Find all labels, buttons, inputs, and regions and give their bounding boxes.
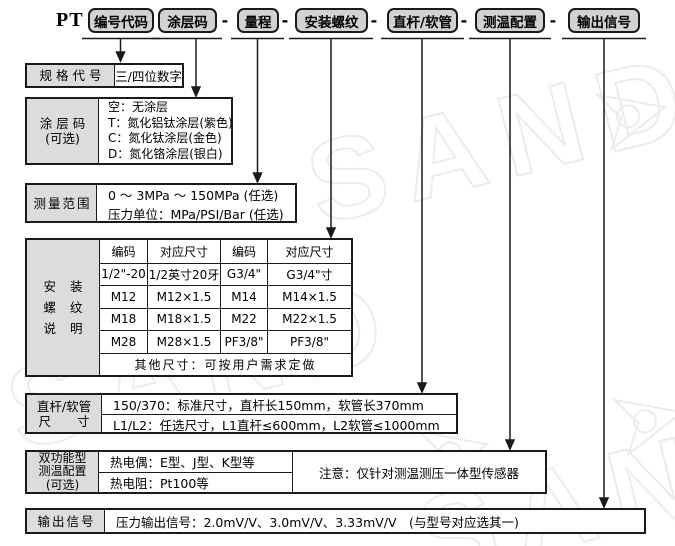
coating-option: D：氮化铬涂层(银白) bbox=[108, 146, 223, 161]
rod-line: L1/L2：任选尺寸，L1直杆≤600mm，L2软管≤1000mm bbox=[102, 414, 456, 434]
watermark-logo-icon bbox=[595, 93, 668, 153]
table-cell: M12×1.5 bbox=[147, 285, 220, 308]
temp-options: 热电偶：E型、J型、K型等 热电阻：Pt100等 bbox=[99, 452, 292, 492]
segment-separator: - bbox=[549, 11, 557, 30]
temp-label-line: 测温配置 bbox=[38, 464, 87, 479]
coating-label-line2: (可选) bbox=[45, 131, 80, 146]
table-cell: PF3/8" bbox=[267, 330, 351, 353]
table-cell: G3/4" bbox=[220, 262, 267, 285]
coating-option: 空：无涂层 bbox=[108, 100, 169, 114]
table-cell: M12 bbox=[100, 285, 147, 308]
thread-label-line: 安装 bbox=[43, 279, 97, 294]
thread-label-line: 螺纹 bbox=[43, 300, 97, 315]
spec-label-text: 规格代号 bbox=[39, 68, 106, 83]
range-line: 压力单位：MPa/PSI/Bar (任选) bbox=[108, 207, 284, 222]
spec-value-cell: 三/四位数字 bbox=[115, 65, 182, 86]
table-cell: M18 bbox=[100, 307, 147, 331]
temp-option: 热电阻：Pt100等 bbox=[99, 471, 292, 493]
thread-header: 对应尺寸 bbox=[147, 240, 220, 263]
spec-value: 三/四位数字 bbox=[115, 69, 182, 84]
range-label-text: 测量范围 bbox=[33, 195, 92, 211]
thread-header: 对应尺寸 bbox=[267, 240, 351, 263]
code-segment-thread: 安装螺纹 bbox=[295, 8, 368, 33]
range-row: 测量范围 0 ～ 3MPa ～ 150MPa (任选) 压力单位：MPa/PSI… bbox=[25, 183, 297, 223]
temp-label-line: (可选) bbox=[45, 477, 80, 492]
rod-lines: 150/370：标准尺寸，直杆长150mm，软管长370mm L1/L2：任选尺… bbox=[102, 395, 456, 434]
thread-table: 编码 对应尺寸 编码 对应尺寸 1/2"-20 1/2英寸20牙 G3/4" G… bbox=[100, 240, 351, 375]
rod-label-line1: 直杆/软管 bbox=[36, 398, 92, 414]
thread-row: 安装 螺纹 说明 编码 对应尺寸 编码 对应尺寸 1/2"-20 1/2英寸20… bbox=[25, 238, 353, 377]
temp-label-line: 双功能型 bbox=[38, 450, 87, 465]
code-segment-range: 量程 bbox=[237, 8, 279, 33]
table-cell: M22 bbox=[220, 307, 267, 330]
coating-row: 涂 层 码 (可选) 空：无涂层 T：氮化铝钛涂层(紫色) C：氮化钛涂层(金色… bbox=[25, 97, 233, 165]
rod-line: 150/370：标准尺寸，直杆长150mm，软管长370mm bbox=[113, 398, 424, 413]
segment-separator: - bbox=[370, 11, 378, 30]
rod-label: 直杆/软管 尺寸 bbox=[27, 395, 102, 432]
coating-options: 空：无涂层 T：氮化铝钛涂层(紫色) C：氮化钛涂层(金色) D：氮化铬涂层(银… bbox=[99, 99, 233, 163]
table-cell: G3/4"寸 bbox=[267, 262, 351, 285]
range-label: 测量范围 bbox=[27, 185, 97, 221]
thread-header: 编码 bbox=[220, 240, 267, 263]
rod-label-line2: 尺寸 bbox=[38, 413, 116, 429]
table-cell: M18×1.5 bbox=[147, 307, 220, 330]
watermark-logo-icon bbox=[612, 398, 675, 458]
table-cell: M14×1.5 bbox=[267, 285, 351, 308]
code-segment-coating: 涂层码 bbox=[158, 8, 217, 33]
rod-row: 直杆/软管 尺寸 150/370：标准尺寸，直杆长150mm，软管长370mm … bbox=[25, 393, 458, 434]
spec-label: 规格代号 bbox=[27, 65, 115, 86]
segment-separator: - bbox=[221, 11, 229, 30]
segment-separator: - bbox=[281, 11, 289, 30]
temp-option: 热电偶：E型、J型、K型等 bbox=[110, 455, 255, 471]
output-label-text: 输出信号 bbox=[37, 513, 96, 529]
output-value-cell: 压力输出信号：2.0mV/V、3.0mV/V、3.33mV/V (与型号对应选其… bbox=[105, 510, 644, 532]
table-cell: 1/2"-20 bbox=[100, 262, 147, 286]
output-label: 输出信号 bbox=[27, 510, 105, 532]
thread-header: 编码 bbox=[111, 244, 136, 259]
temp-label: 双功能型 测温配置 (可选) bbox=[27, 450, 99, 492]
coating-option: C：氮化钛涂层(金色) bbox=[108, 131, 222, 145]
spec-row: 规格代号 三/四位数字 bbox=[25, 63, 184, 88]
table-cell: M28 bbox=[100, 330, 147, 353]
code-segment-number: 编号代码 bbox=[88, 8, 154, 33]
model-prefix: PT bbox=[56, 9, 84, 31]
code-segment-output: 输出信号 bbox=[568, 8, 640, 33]
segment-separator: - bbox=[460, 11, 468, 30]
output-row: 输出信号 压力输出信号：2.0mV/V、3.0mV/V、3.33mV/V (与型… bbox=[25, 508, 646, 534]
temp-row: 双功能型 测温配置 (可选) 热电偶：E型、J型、K型等 热电阻：Pt100等 … bbox=[25, 450, 547, 494]
table-cell: 1/2英寸20牙 bbox=[147, 262, 220, 285]
range-lines: 0 ～ 3MPa ～ 150MPa (任选) 压力单位：MPa/PSI/Bar … bbox=[97, 185, 295, 222]
output-value: 压力输出信号：2.0mV/V、3.0mV/V、3.33mV/V (与型号对应选其… bbox=[116, 514, 519, 530]
table-cell: M22×1.5 bbox=[267, 307, 351, 330]
coating-option: T：氮化铝钛涂层(紫色) bbox=[108, 115, 233, 130]
code-segment-rod: 直杆/软管 bbox=[387, 8, 458, 33]
table-cell: PF3/8" bbox=[220, 330, 267, 353]
thread-label-line: 说明 bbox=[43, 321, 97, 336]
table-cell: M14 bbox=[220, 285, 267, 308]
table-cell: M28×1.5 bbox=[147, 330, 220, 353]
thread-label: 安装 螺纹 说明 bbox=[27, 240, 100, 375]
temp-note: 注意：仅针对测温测压一体型传感器 bbox=[292, 452, 545, 492]
watermark-text: SAND bbox=[295, 29, 675, 249]
coating-label-line1: 涂 层 码 bbox=[39, 116, 86, 131]
coating-label: 涂 层 码 (可选) bbox=[27, 99, 99, 163]
code-segment-temp: 测温配置 bbox=[475, 8, 545, 33]
thread-footer: 其他尺寸：可按用户需求定做 bbox=[100, 352, 351, 376]
range-line: 0 ～ 3MPa ～ 150MPa (任选) bbox=[108, 188, 279, 203]
